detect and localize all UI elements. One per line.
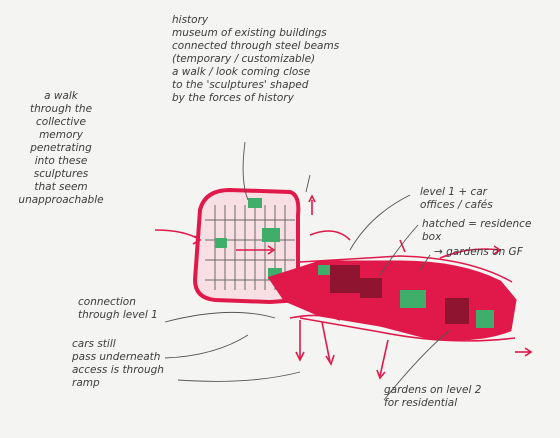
gardens-l2-annotation: gardens on level 2 for residential <box>384 384 534 410</box>
level-annotation: level 1 + car offices / cafés <box>420 186 550 212</box>
walk-annotation: a walk through the collective memory pen… <box>12 90 110 207</box>
connection-annotation: connection through level 1 <box>78 296 188 322</box>
hatched-annotation: hatched = residence box <box>422 218 552 244</box>
green-patch <box>400 290 426 308</box>
residence-box <box>445 298 469 324</box>
residence-box <box>360 278 382 298</box>
green-patch <box>476 310 494 328</box>
building-plan <box>195 190 515 341</box>
history-annotation: history museum of existing buildings con… <box>172 14 412 105</box>
green-patch <box>318 265 330 275</box>
residence-box <box>330 265 360 293</box>
green-patch <box>262 228 280 242</box>
green-patch <box>215 238 227 248</box>
cars-annotation: cars still pass underneath access is thr… <box>72 338 182 390</box>
green-patch <box>248 198 262 208</box>
gardens-gf-annotation: → gardens on GF <box>434 246 554 259</box>
